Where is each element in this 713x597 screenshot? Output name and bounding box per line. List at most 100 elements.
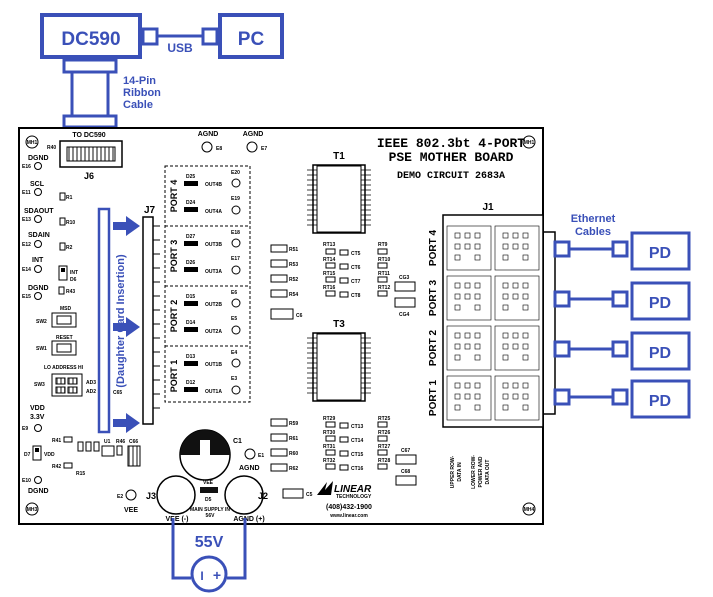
agnd-label: AGND	[198, 131, 219, 138]
usb-connector-left	[141, 27, 159, 46]
resistor	[59, 217, 66, 226]
t3-label: T3	[333, 319, 345, 330]
r1-label: R1	[66, 195, 73, 201]
cable-plug	[611, 388, 629, 406]
ct-part	[339, 436, 349, 443]
cg-cap	[394, 281, 416, 292]
ribbon-top-plug	[62, 58, 118, 74]
pin-id: E8	[216, 146, 222, 152]
rt-label: RT9	[378, 242, 388, 248]
j3-jack	[156, 475, 196, 515]
ribbon-label-1: 14-Pin	[123, 75, 156, 87]
ct-part	[339, 464, 349, 471]
cable-plug	[611, 240, 629, 258]
cable-plug	[611, 290, 629, 308]
mount-holes: MH1 MH1 MH3 MH4	[25, 135, 536, 516]
rt-part	[377, 421, 388, 428]
upper-row-note-2: DATA IN	[457, 462, 463, 482]
resistor-label: R54	[289, 292, 298, 298]
int-led-group: INT D6 R43	[58, 265, 78, 295]
test-point	[231, 385, 241, 395]
resistor	[270, 448, 288, 457]
c68-label: C68	[401, 469, 410, 475]
ribbon-cable: 14-Pin Ribbon Cable	[62, 58, 161, 129]
j7-outer-strip	[97, 207, 111, 434]
agnd-plus-label: AGND (+)	[233, 516, 264, 523]
small-cap	[77, 441, 84, 452]
resistor	[270, 418, 288, 427]
rt-label: RT32	[323, 458, 335, 464]
pin-id: E14	[22, 267, 31, 273]
ct-label: CT8	[351, 293, 361, 299]
r46-label: R46	[116, 439, 125, 445]
pd-link: PD	[553, 281, 691, 321]
rt-label: RT25	[378, 416, 390, 422]
agnd-label: AGND	[243, 131, 264, 138]
capacitor	[270, 308, 294, 320]
ct-label: CT6	[351, 265, 361, 271]
port-label: PORT 3	[428, 280, 439, 317]
test-point	[34, 292, 42, 300]
c5-label: C5	[306, 492, 313, 498]
pin-id: E7	[261, 146, 267, 152]
rt-label: RT10	[378, 257, 390, 263]
pin-id: E13	[22, 217, 31, 223]
diode-label: D24	[186, 200, 195, 206]
resistor	[63, 462, 73, 469]
r15-label: R15	[76, 471, 85, 477]
vee-d5-label: VEE	[203, 480, 214, 486]
linear-logo-text: LINEAR	[334, 484, 372, 495]
linear-logo-sub: TECHNOLOGY	[336, 494, 372, 500]
diode	[184, 241, 198, 246]
supply-source	[190, 555, 228, 593]
diode	[184, 301, 198, 306]
ethernet-label-2: Cables	[575, 226, 611, 238]
supply-minus: I	[200, 569, 203, 583]
test-point	[244, 448, 256, 460]
diode-label: D14	[186, 320, 195, 326]
test-point	[34, 476, 42, 484]
test-point	[34, 240, 42, 248]
resistor	[59, 242, 66, 251]
out-label: OUT1B	[205, 362, 222, 368]
resistor	[270, 244, 288, 253]
linear-logo-mark	[317, 481, 333, 495]
resistor	[270, 463, 288, 472]
ct-label: CT15	[351, 452, 363, 458]
left-resistors: R1 R10 R2	[59, 192, 75, 251]
resistor-label: R61	[289, 436, 298, 442]
test-point	[246, 141, 258, 153]
ct-part	[339, 263, 349, 270]
j2-jack	[224, 475, 264, 515]
board-title-line3: DEMO CIRCUIT 2683A	[397, 171, 505, 182]
rt-ct-lower: RT29 RT30 RT31 RT32 CT13 CT14 CT15 CT16 …	[323, 416, 417, 486]
usb-label: USB	[167, 41, 193, 55]
pd-box	[630, 231, 691, 271]
cable-plug	[553, 240, 571, 258]
ad3-label: AD3	[86, 380, 96, 386]
rt-part	[377, 248, 388, 255]
diode-label: D12	[186, 380, 195, 386]
board-title-line2: PSE MOTHER BOARD	[389, 150, 514, 165]
diode	[184, 327, 198, 332]
ct-label: CT14	[351, 438, 363, 444]
switches: MSD SW2 RESET SW1 LO ADDRESS HI SW3 AD3 …	[34, 306, 96, 397]
daughter-card-label: (Daughter Card Insertion)	[115, 254, 127, 388]
diode	[184, 361, 198, 366]
resistor-label: R53	[289, 262, 298, 268]
dgnd-bottom-label: DGND	[28, 488, 49, 495]
ct-label: CT13	[351, 424, 363, 430]
diode-label: D27	[186, 234, 195, 240]
e-label: E17	[231, 256, 240, 262]
e-label: E19	[231, 196, 240, 202]
j1-label: J1	[482, 202, 494, 213]
int-led	[58, 265, 68, 281]
port-label: PORT 4	[428, 230, 439, 267]
rt-part	[377, 290, 388, 297]
pin-name: DGND	[28, 155, 49, 162]
e-label: E18	[231, 230, 240, 236]
sw2-label: SW2	[36, 319, 47, 325]
r41-label: R41	[52, 438, 61, 444]
sw3-label: SW3	[34, 382, 45, 388]
e-label: E20	[231, 170, 240, 176]
